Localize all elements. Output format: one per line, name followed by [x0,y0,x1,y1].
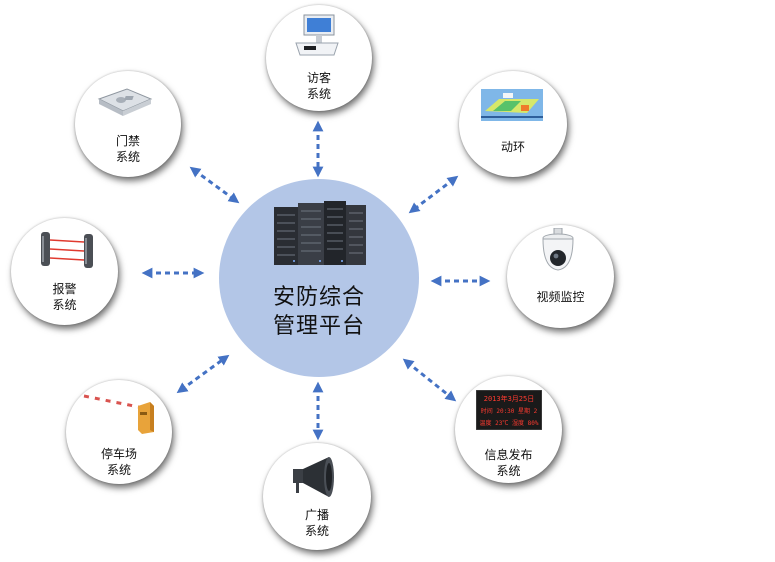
environment-monitor-icon [481,89,543,121]
dome-camera-icon [542,228,574,271]
node-broadcast-system: 广播 系统 [263,443,371,550]
connector-parking [176,354,230,394]
central-platform-hub: 安防综合 管理平台 [219,179,419,377]
info-label-line1: 信息发布 [484,448,533,462]
node-visitor-system: 访客 系统 [266,5,372,111]
parking-label: 停车场 系统 [66,446,172,478]
alarm-label-line1: 报警 [52,282,77,296]
connector-door [189,166,240,204]
visitor-terminal-icon [295,14,339,56]
node-parking-system: 停车场 系统 [66,380,172,484]
info-label: 信息发布 系统 [455,447,562,479]
broadcast-label: 广播 系统 [263,507,371,539]
card-reader-icon [97,88,153,116]
loudspeaker-icon [293,457,334,497]
env-label: 动环 [459,139,567,155]
node-video-surveillance: 视频监控 [507,225,614,328]
infrared-beam-icon [41,232,93,268]
node-access-control-system: 门禁 系统 [75,71,181,177]
connector-env [408,175,459,214]
door-label: 门禁 系统 [75,133,181,165]
led-row-date: 2013年3月25日 [484,394,535,403]
parking-label-line2: 系统 [106,463,131,477]
door-label-line1: 门禁 [115,134,140,148]
info-label-line2: 系统 [496,464,521,478]
parking-barrier-icon [83,394,154,434]
broadcast-label-line2: 系统 [304,524,329,538]
visitor-label-line1: 访客 [306,71,331,85]
hub-title: 安防综合 管理平台 [219,283,419,341]
node-environment-monitoring: 动环 [459,71,567,177]
led-display-board-icon: 2013年3月25日 时间 20:30 星期 2 温度 23℃ 湿度 80% [476,390,542,430]
alarm-label: 报警 系统 [11,281,118,313]
broadcast-label-line1: 广播 [304,508,329,522]
node-info-publishing-system: 2013年3月25日 时间 20:30 星期 2 温度 23℃ 湿度 80% 信… [455,376,562,483]
video-label-line1: 视频监控 [536,290,585,304]
video-label: 视频监控 [507,289,614,305]
hub-title-line1: 安防综合 [272,285,365,310]
hub-title-line2: 管理平台 [272,314,365,339]
led-row-time: 时间 20:30 星期 2 [481,407,538,415]
connector-info [402,358,457,402]
node-alarm-system: 报警 系统 [11,218,118,325]
env-label-line1: 动环 [500,140,525,154]
server-rack-icon [274,201,366,265]
led-row-climate: 温度 23℃ 湿度 80% [480,419,539,427]
parking-label-line1: 停车场 [100,447,137,461]
visitor-label: 访客 系统 [266,70,372,102]
visitor-label-line2: 系统 [306,87,331,101]
door-label-line2: 系统 [115,150,140,164]
alarm-label-line2: 系统 [52,298,77,312]
